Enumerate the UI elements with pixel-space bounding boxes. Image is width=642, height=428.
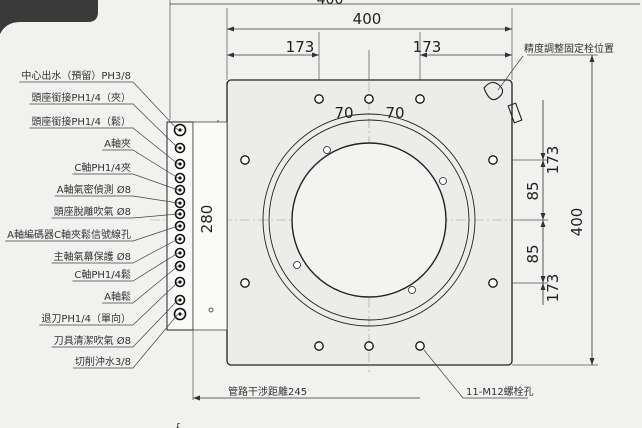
port-labels: 中心出水（預留）PH3/8 頭座銜接PH1/4（夾） 頭座銜接PH1/4（鬆） A軸夾… [7, 69, 131, 368]
port-leader [19, 81, 179, 131]
bolt-holes [240, 94, 498, 351]
port-label: 中心出水（預留）PH3/8 [21, 69, 131, 82]
fitting-icon [174, 260, 186, 272]
port-label: A軸編碼器C軸夾鬆信號線孔 [7, 228, 131, 241]
dim-manifold-height: 280 [198, 205, 216, 234]
fitting-icon [174, 184, 186, 196]
dim-right-bottom: 173 [544, 274, 562, 303]
port-label: 頭座脫離吹氣 Ø8 [54, 205, 131, 218]
leader-lines [5, 81, 179, 369]
fitting-icon [174, 233, 186, 245]
precision-pin [483, 81, 523, 124]
arrowheads [193, 26, 595, 401]
callout-precision-pin: 精度調整固定栓位置 [524, 42, 614, 55]
port-leader [102, 149, 179, 179]
port-leader [51, 299, 179, 348]
port-label: 頭座銜接PH1/4（夾） [31, 91, 131, 104]
leader-bolt-holes [423, 349, 528, 399]
manifold-dot [208, 307, 214, 313]
port-leader [51, 213, 179, 219]
callout-pipe-clearance: 管路干涉距離245 [228, 385, 307, 398]
port-leader [72, 173, 179, 191]
port-label: 退刀PH1/4（單向） [41, 312, 131, 325]
port-leader [54, 195, 179, 204]
port-label: A軸夾 [104, 137, 131, 150]
dim-hole-spacing-left: 173 [286, 38, 315, 56]
port-leader [102, 265, 179, 304]
dim-right-overall: 400 [568, 208, 586, 237]
dim-overall-width: 400 [353, 10, 382, 28]
port-leader [72, 252, 179, 282]
fitting-icon [174, 220, 186, 232]
port-label: 切削沖水3/8 [75, 355, 131, 368]
port-label: 頭座銜接PH1/4（鬆） [31, 115, 131, 128]
port-label: C軸PH1/4夾 [74, 161, 131, 174]
dim-center-left: 70 [334, 104, 353, 122]
dim-center-right: 70 [385, 104, 404, 122]
fitting-icon [174, 158, 186, 170]
dim-hole-spacing-right: 173 [413, 38, 442, 56]
port-label: A軸鬆 [104, 290, 131, 303]
dim-right-mid-lower: 85 [524, 244, 542, 263]
rotary-table [262, 113, 476, 327]
port-label: 刀具清潔吹氣 Ø8 [54, 334, 131, 347]
port-label: C軸PH1/4鬆 [74, 268, 131, 281]
fitting-icon [174, 142, 186, 154]
fitting-icon [174, 172, 186, 184]
fitting-icon [174, 197, 186, 209]
port-leader [51, 238, 179, 264]
port-label: 主軸氣幕保護 Ø8 [54, 250, 131, 263]
port-leader [39, 281, 179, 326]
port-label: A軸氣密偵測 Ø8 [57, 183, 131, 196]
callout-bolt-holes: 11-M12螺栓孔 [466, 385, 534, 398]
fitting-icon [174, 276, 186, 288]
corner-shadow [0, 0, 98, 34]
port-leader [72, 313, 179, 369]
fitting-icon [174, 247, 186, 259]
fitting-icon [173, 307, 187, 321]
manifold-plate [192, 121, 228, 331]
fitting-icon [173, 123, 187, 137]
fittings [173, 123, 187, 321]
ring-screws [293, 146, 447, 294]
dim-right-top: 173 [544, 146, 562, 175]
port-leader [5, 225, 179, 242]
extension-lines [169, 0, 598, 400]
port-leader [29, 103, 179, 149]
dim-top-partial: 400 [317, 0, 344, 8]
dim-right-mid-upper: 85 [524, 181, 542, 200]
port-leader [29, 127, 179, 165]
partial-glyph: ɾ [176, 421, 181, 428]
fitting-icon [174, 294, 186, 306]
leader-precision-pin [497, 55, 524, 91]
